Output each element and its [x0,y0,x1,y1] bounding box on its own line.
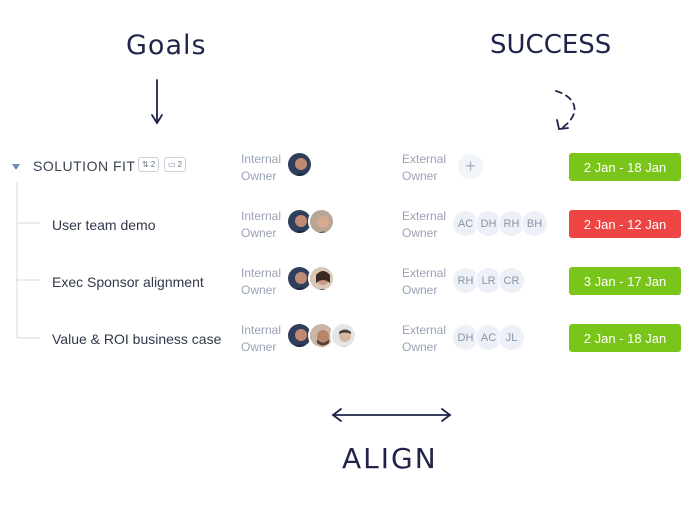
goals-arrow-icon [151,79,163,125]
internal-owner-label: Internal Owner [241,209,282,240]
align-arrow-icon [331,408,452,422]
internal-owner-avatar[interactable] [286,151,313,178]
external-owner-initials[interactable]: CR [498,267,525,294]
external-owner-initials[interactable]: AC [475,324,502,351]
date-range-badge[interactable]: 2 Jan - 18 Jan [569,324,681,352]
internal-owner-label: Internal Owner [241,266,282,297]
internal-owner-avatar[interactable] [308,265,335,292]
goal-title[interactable]: User team demo [52,217,156,233]
internal-owner-avatar[interactable] [330,322,357,349]
goal-row-user-team-demo[interactable]: User team demo Internal Owner External O… [0,205,700,245]
goal-row-solution-fit[interactable]: SOLUTION FIT ⇅ 2 ▭ 2 Internal Owner Exte… [0,148,700,188]
comment-icon: ▭ [168,160,176,169]
align-annotation: ALIGN [342,442,438,475]
goal-title[interactable]: Exec Sponsor alignment [52,274,204,290]
goal-title[interactable]: Value & ROI business case [52,331,222,347]
external-owner-label: External Owner [402,209,447,240]
collapse-caret-icon[interactable] [12,164,20,170]
external-owner-initials[interactable]: AC [452,210,479,237]
tree-connector [16,182,40,339]
date-range-badge[interactable]: 2 Jan - 18 Jan [569,153,681,181]
goals-annotation: Goals [126,30,207,61]
comment-count-badge[interactable]: ▭ 2 [164,157,187,172]
external-owner-initials[interactable]: BH [521,210,548,237]
internal-owner-label: Internal Owner [241,152,282,183]
internal-owner-avatar[interactable] [286,208,313,235]
internal-owner-avatar[interactable] [308,322,335,349]
internal-owner-label: Internal Owner [241,323,282,354]
goal-row-exec-sponsor-alignment[interactable]: Exec Sponsor alignment Internal Owner Ex… [0,262,700,302]
internal-owner-avatar[interactable] [308,208,335,235]
add-external-owner-button[interactable]: + [457,153,484,180]
success-annotation: SUCCESS [490,30,612,60]
goal-title[interactable]: SOLUTION FIT [33,158,136,174]
date-range-badge[interactable]: 3 Jan - 17 Jan [569,267,681,295]
success-arrow-icon [555,90,576,130]
external-owner-label: External Owner [402,323,447,354]
external-owner-initials[interactable]: JL [498,324,525,351]
date-range-badge[interactable]: 2 Jan - 12 Jan [569,210,681,238]
external-owner-label: External Owner [402,152,447,183]
subtask-icon: ⇅ [142,160,149,169]
external-owner-label: External Owner [402,266,447,297]
goal-row-value-roi-business-case[interactable]: Value & ROI business case Internal Owner… [0,319,700,359]
external-owner-initials[interactable]: LR [475,267,502,294]
external-owner-initials[interactable]: DH [452,324,479,351]
subtask-count-badge[interactable]: ⇅ 2 [138,157,160,172]
